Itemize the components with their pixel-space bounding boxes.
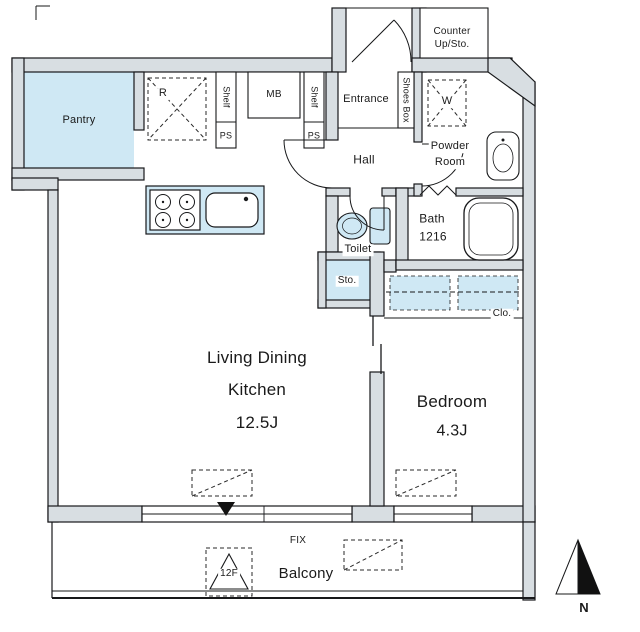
entry-counter-storage [419,7,489,59]
washbasin [486,131,520,181]
balcony-label: Balcony [278,565,334,583]
balcony-railing [51,522,535,599]
counter-note-line2: Up/Sto. [434,38,470,50]
entrance-door [351,19,412,63]
washer-label: W [439,95,455,108]
bedroom-label: Bedroom [416,392,488,412]
storage-label: Sto. [335,274,359,287]
bathtub [463,197,519,261]
north-label: N [579,600,589,616]
bedroom-sliding-door [372,316,382,374]
meter-box [247,71,301,119]
ldk-label-line1: Living Dining [207,348,307,368]
toilet-door [349,195,385,231]
shelf-column-left [215,71,237,149]
thin-partitions [215,7,523,319]
powder-room-label-line1: Powder [428,140,472,153]
shelf-column-right [303,71,325,149]
closet-shelf-right [457,275,519,311]
evacuation-hatch-box [205,547,253,597]
pantry-label: Pantry [62,114,96,127]
bath-folding-door [419,185,457,196]
ldk-size-label: 12.5J [235,413,279,433]
refrigerator-label: R [156,87,170,100]
ac-space-ldk [191,469,253,497]
corner-diagonal-wall [487,57,536,108]
meter-box-label: MB [266,88,282,100]
shelf-left-label: Shelf [221,86,232,108]
fixtures [149,131,520,261]
corner-tick [35,5,50,20]
floor-hatch-label: 12F [218,567,240,580]
closet-shelf-left [389,275,451,311]
ldk-label-line2: Kitchen [227,380,287,400]
ac-space-bedroom [395,469,457,497]
ps-right-label: PS [307,130,321,141]
windows [141,505,473,523]
shoes-box [397,71,415,129]
stove [149,189,201,231]
kitchen-sink [205,192,259,228]
pantry-floor [24,72,134,168]
toilet-label: Toilet [342,243,374,256]
fix-window-label: FIX [289,534,307,546]
north-compass [555,538,601,595]
counter-note-line1: Counter [433,25,471,37]
hall-label: Hall [353,152,375,167]
walls [11,7,536,601]
shelf-right-label: Shelf [309,86,320,108]
toilet-fixture [336,207,391,245]
ps-left-label: PS [219,130,233,141]
shoes-box-label: Shoes Box [401,77,412,123]
ac-space-balcony [343,539,403,571]
ldk-door [283,139,333,189]
entry-direction-marker [217,502,235,516]
closet-label: Clo. [490,307,514,320]
bedroom-size-label: 4.3J [436,422,468,440]
entrance-label: Entrance [341,93,391,106]
bath-size-label: 1216 [417,229,449,244]
powder-room-label-line2: Room [432,156,468,169]
bath-label: Bath [417,211,447,226]
